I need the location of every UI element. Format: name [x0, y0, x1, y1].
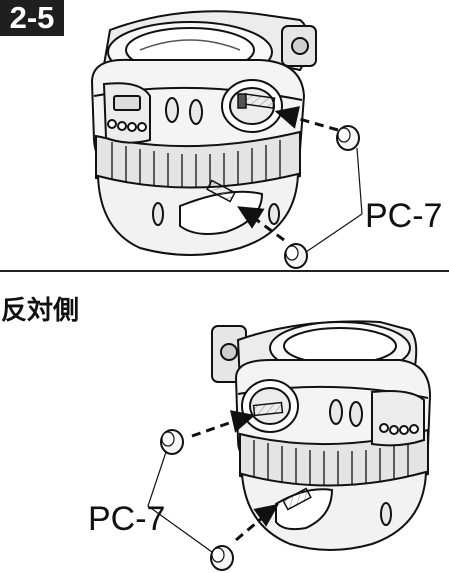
- arrow-bottom-lower: [235, 503, 279, 542]
- top-screw-lower: [206, 179, 236, 203]
- part-label-bottom: PC-7: [88, 500, 166, 538]
- top-screw-upper: [237, 93, 276, 109]
- bottom-screw-lower: [282, 487, 312, 511]
- arrow-bottom-upper: [191, 410, 256, 438]
- leader-lines-top: [305, 147, 363, 253]
- leader-lines-bottom: [147, 451, 213, 553]
- part-label-top: PC-7: [365, 197, 443, 235]
- step-number-badge: 2-5: [0, 0, 64, 36]
- cap-bottom-upper: [160, 429, 184, 455]
- arrow-lower: [237, 206, 285, 242]
- housing-bottom: [211, 320, 432, 551]
- opposite-side-heading: 反対側: [1, 296, 80, 326]
- section-divider: [0, 270, 449, 272]
- bottom-screw-upper: [252, 401, 284, 417]
- arrow-upper: [274, 106, 339, 132]
- cap-upper: [336, 125, 360, 151]
- cap-lower: [284, 243, 308, 269]
- cap-bottom-lower: [210, 545, 234, 571]
- housing-top: [90, 10, 317, 256]
